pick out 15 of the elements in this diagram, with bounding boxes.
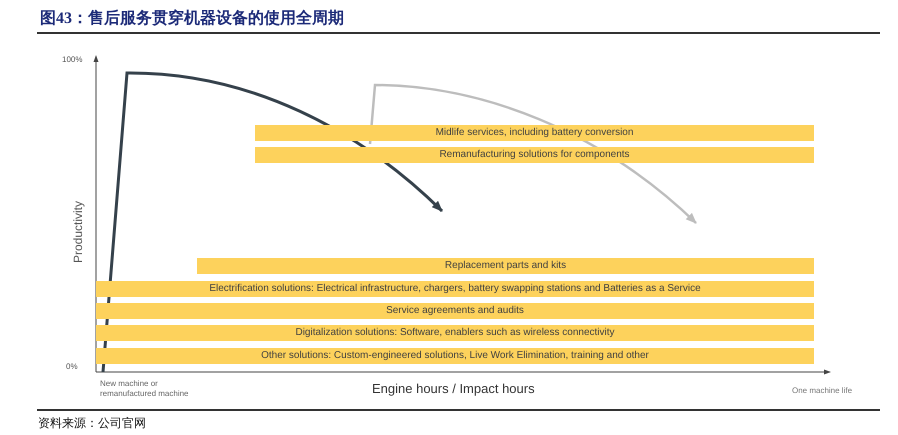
axis-title: Productivity: [70, 200, 86, 266]
service-band: Service agreements and audits: [96, 303, 814, 319]
source-note: 资料来源：公司官网: [38, 415, 146, 432]
service-band: Remanufacturing solutions for components: [255, 147, 814, 163]
service-band: Digitalization solutions: Software, enablers such as wireless connectivity: [96, 325, 814, 341]
figure-title: 图43：售后服务贯穿机器设备的使用全周期: [40, 8, 344, 29]
axis-title: Engine hours / Impact hours: [372, 381, 535, 396]
axis-label: One machine life: [792, 386, 852, 395]
axis-tick-label: 100%: [62, 55, 82, 64]
service-band: Replacement parts and kits: [197, 258, 814, 274]
axis-tick-label: 0%: [66, 362, 78, 371]
axis-label: New machine or remanufactured machine: [100, 379, 190, 399]
service-band: Midlife services, including battery conversion: [255, 125, 814, 141]
service-band: Other solutions: Custom-engineered solutions, Live Work Elimination, training and other: [96, 348, 814, 364]
service-band: Electrification solutions: Electrical infrastructure, chargers, battery swapping stations and Batteries as a Service: [96, 281, 814, 297]
